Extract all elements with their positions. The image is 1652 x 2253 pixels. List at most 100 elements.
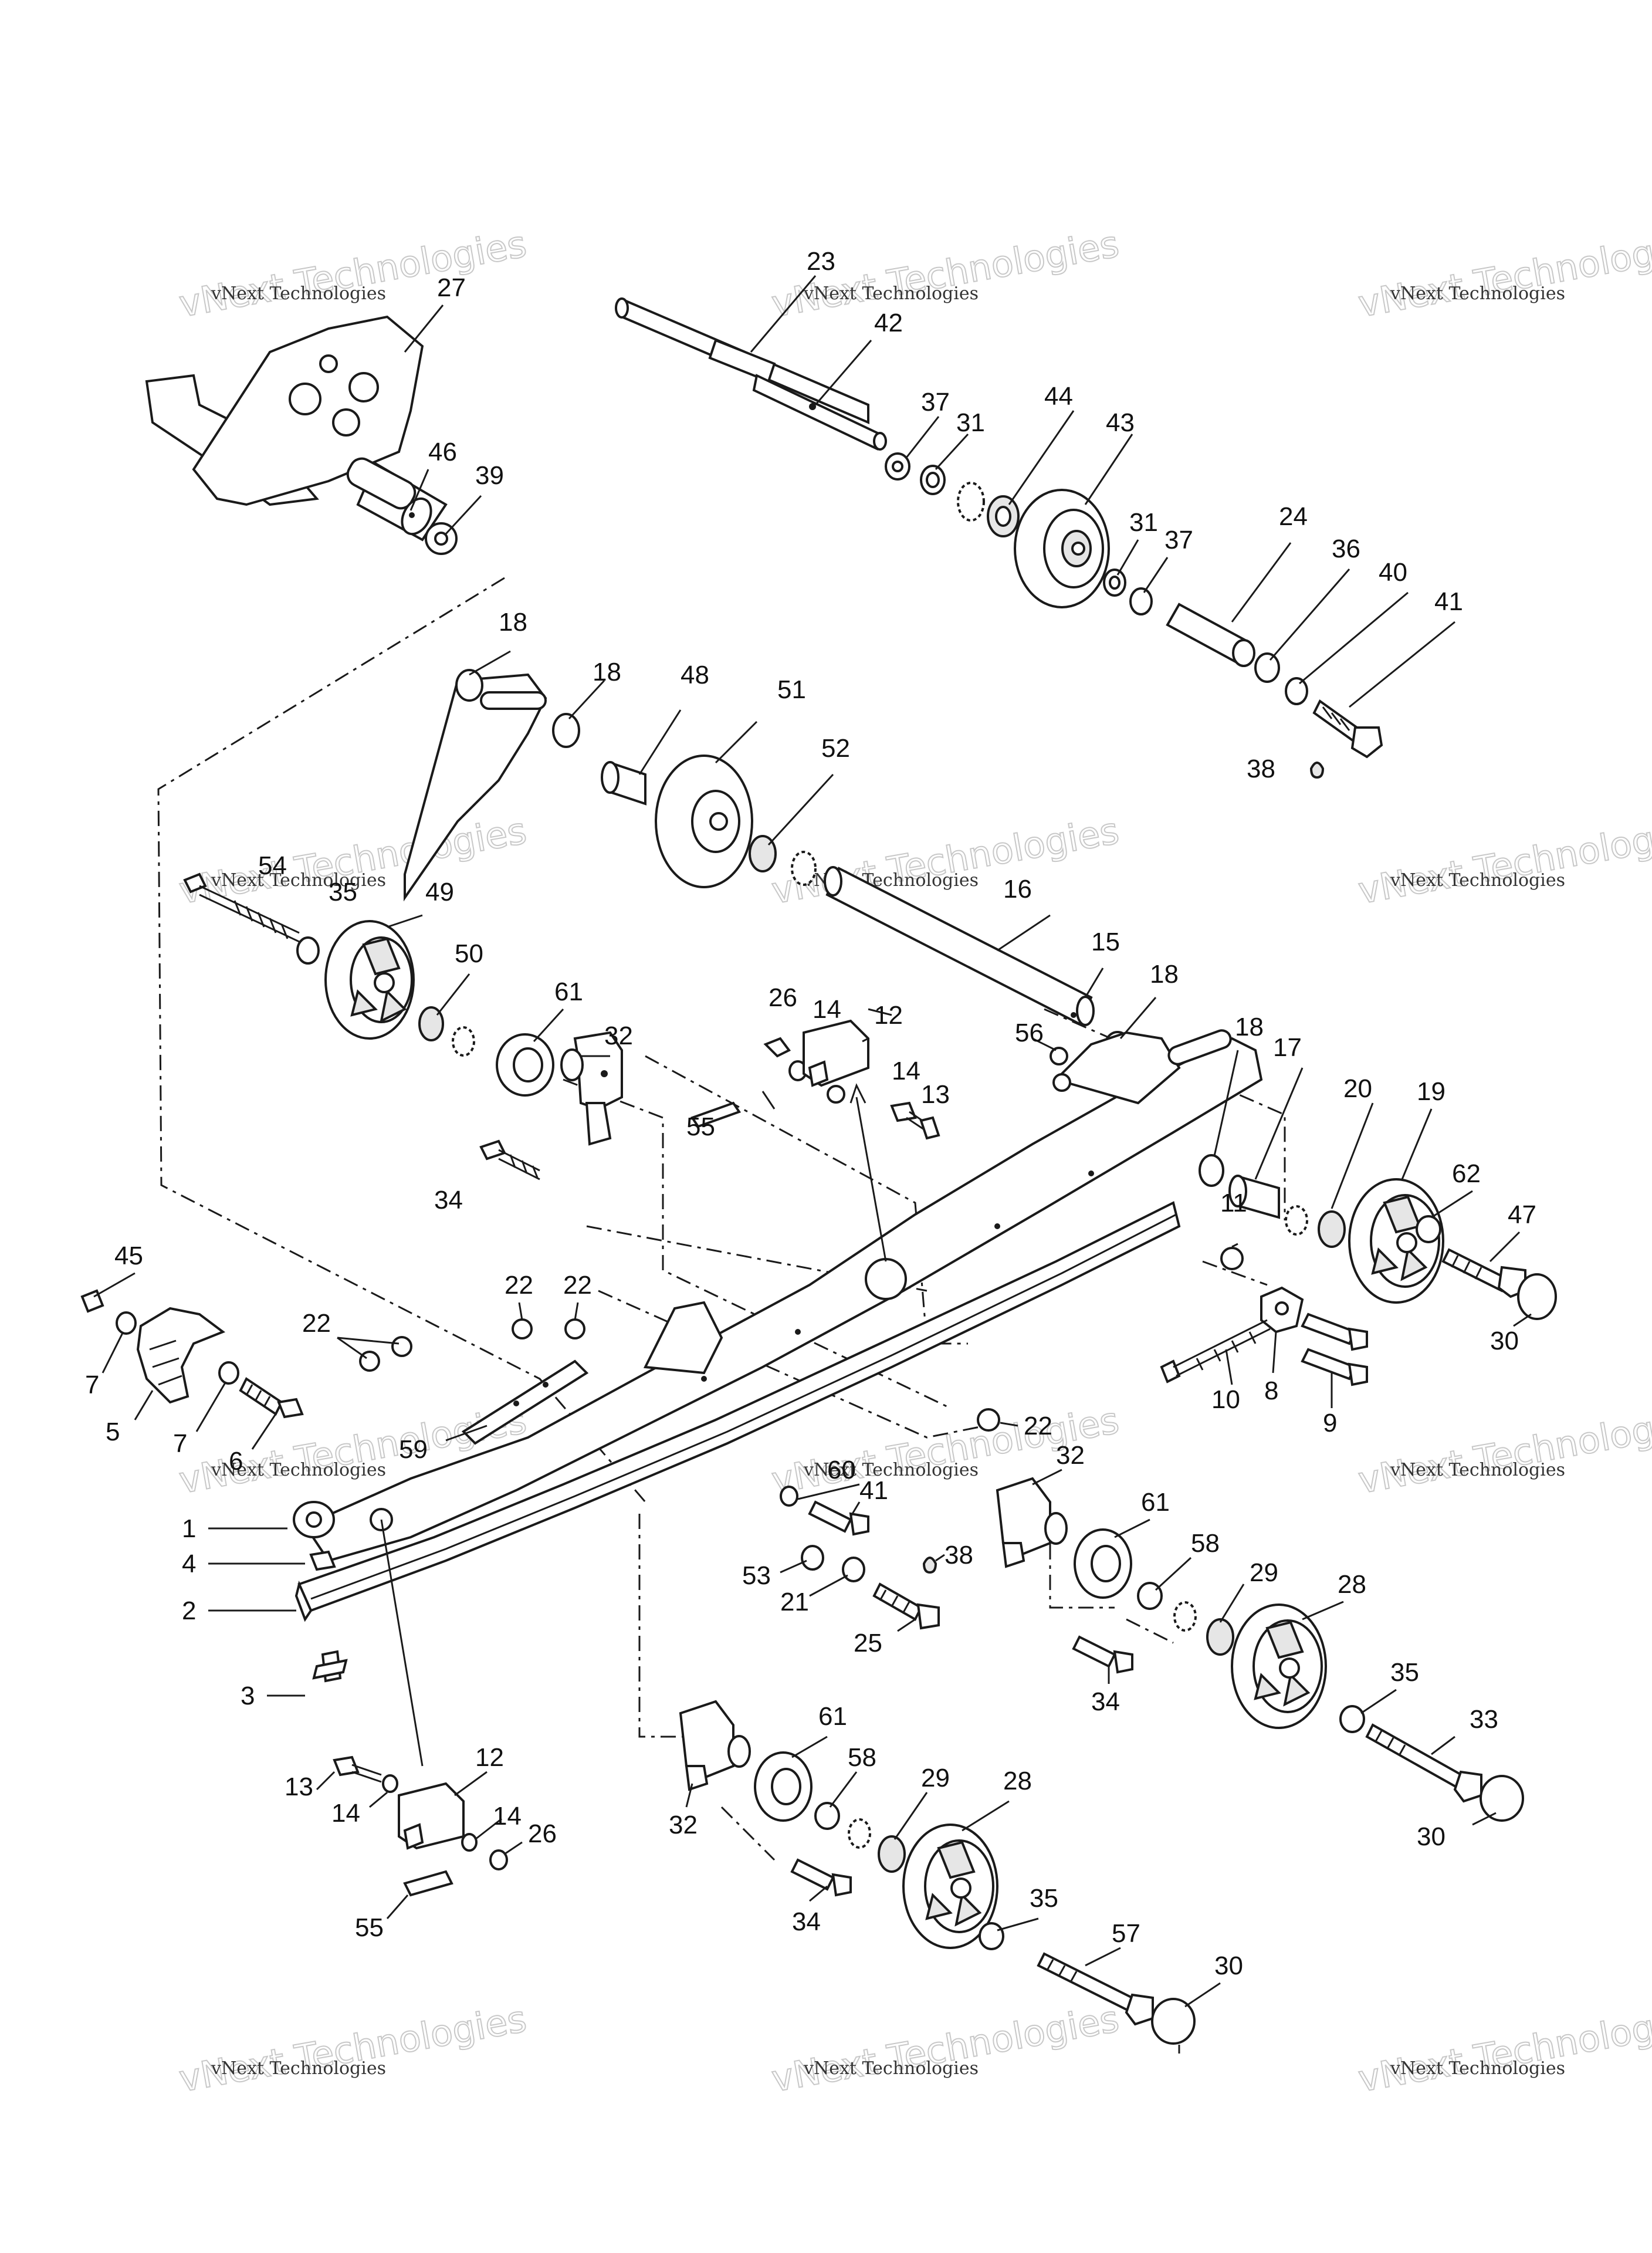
callout-37: 37 [921, 388, 950, 417]
callout-35: 35 [329, 878, 357, 906]
callout-35: 35 [1390, 1658, 1419, 1687]
callout-43: 43 [1106, 408, 1135, 437]
watermark-big: vNext Technologies [176, 1997, 530, 2100]
upper-rail-section [404, 669, 817, 902]
callout-56: 56 [1015, 1019, 1044, 1047]
watermark-small: vNext Technologies [803, 283, 979, 304]
nuts-22 [359, 1318, 1000, 1432]
callout-60: 60 [827, 1456, 856, 1484]
callout-5: 5 [106, 1418, 120, 1446]
callout-57: 57 [1112, 1919, 1140, 1948]
callout-55: 55 [686, 1112, 715, 1141]
callout-30: 30 [1490, 1327, 1519, 1355]
watermark-big: vNext Technologies [1355, 809, 1652, 912]
callout-54: 54 [258, 851, 287, 880]
callout-14: 14 [813, 995, 841, 1024]
callout-55: 55 [355, 1913, 384, 1942]
callout-29: 29 [921, 1764, 950, 1792]
callout-22: 22 [563, 1271, 592, 1300]
callout-2: 2 [182, 1596, 196, 1625]
callout-20: 20 [1343, 1074, 1372, 1103]
watermark-big: vNext Technologies [1355, 1399, 1652, 1502]
callout-26: 26 [528, 1819, 557, 1848]
lower-rear-wheel-assembly [996, 1477, 1524, 1822]
callout-27: 27 [437, 273, 466, 302]
callout-49: 49 [425, 878, 454, 906]
callout-16: 16 [1003, 875, 1032, 904]
callout-38: 38 [945, 1541, 973, 1569]
rear-arm-bracket [145, 315, 458, 555]
callout-4: 4 [182, 1550, 196, 1578]
callout-22: 22 [302, 1309, 331, 1338]
watermark-big: vNext Technologies [769, 1997, 1122, 2100]
watermark-small: vNext Technologies [1390, 870, 1565, 891]
callout-42: 42 [874, 309, 903, 337]
callout-3: 3 [241, 1682, 255, 1710]
callout-23: 23 [807, 247, 835, 276]
callout-18: 18 [593, 658, 621, 686]
callout-26: 26 [769, 983, 797, 1012]
callout-40: 40 [1379, 558, 1407, 587]
upper-idler-axle-assembly [615, 297, 1383, 759]
main-slide-rail [293, 866, 1263, 1683]
callout-12: 12 [475, 1743, 504, 1772]
callout-47: 47 [1508, 1200, 1536, 1229]
callout-50: 50 [455, 939, 483, 968]
callout-31: 31 [1129, 508, 1158, 537]
callout-32: 32 [604, 1021, 633, 1050]
callout-28: 28 [1338, 1570, 1366, 1599]
callout-30: 30 [1417, 1822, 1446, 1851]
callout-14: 14 [892, 1057, 920, 1085]
callout-19: 19 [1417, 1077, 1446, 1106]
callout-9: 9 [1323, 1409, 1337, 1437]
callout-13: 13 [285, 1772, 313, 1801]
callout-24: 24 [1279, 502, 1308, 531]
callout-51: 51 [777, 675, 806, 704]
callout-41: 41 [1434, 587, 1463, 616]
callout-61: 61 [818, 1702, 847, 1731]
rear-idler-wheel-assembly [1050, 1047, 1557, 1386]
callout-58: 58 [848, 1743, 876, 1772]
callout-62: 62 [1452, 1159, 1481, 1188]
callout-34: 34 [434, 1186, 463, 1215]
watermark-big: vNext Technologies [1355, 222, 1652, 326]
callout-labels: 27 46 39 23 42 37 31 44 43 31 37 24 36 4… [85, 247, 1536, 1980]
callout-34: 34 [1091, 1687, 1120, 1716]
rail-hardware-middle [780, 1486, 940, 1630]
callout-25: 25 [854, 1629, 882, 1657]
watermark-small: vNext Technologies [211, 2058, 386, 2079]
callout-52: 52 [821, 734, 850, 763]
watermark-small: vNext Technologies [211, 283, 386, 304]
watermark-small: vNext Technologies [803, 2058, 979, 2079]
callout-10: 10 [1211, 1385, 1240, 1414]
callout-18: 18 [1235, 1013, 1264, 1041]
callout-29: 29 [1250, 1558, 1278, 1587]
callout-22: 22 [505, 1271, 533, 1300]
callout-31: 31 [956, 408, 985, 437]
callout-14: 14 [493, 1802, 522, 1831]
callout-36: 36 [1332, 535, 1360, 563]
watermark-small: vNext Technologies [803, 1460, 979, 1480]
callout-34: 34 [792, 1907, 821, 1936]
callout-53: 53 [742, 1561, 771, 1590]
callout-35: 35 [1030, 1884, 1058, 1913]
left-idler-wheel-assembly [183, 872, 623, 1180]
watermark-small: vNext Technologies [211, 870, 386, 891]
callout-leaders [93, 275, 1532, 2054]
callout-39: 39 [475, 461, 504, 490]
callout-18: 18 [499, 608, 527, 637]
watermark-big: vNext Technologies [176, 222, 530, 326]
callout-12: 12 [874, 1001, 903, 1030]
callout-8: 8 [1264, 1376, 1278, 1405]
front-stopper-assembly [80, 1289, 304, 1419]
callout-61: 61 [554, 977, 583, 1006]
callout-6: 6 [229, 1447, 243, 1476]
callout-7: 7 [85, 1371, 99, 1399]
watermark-big: vNext Technologies [1355, 1997, 1652, 2100]
callout-7: 7 [173, 1429, 187, 1458]
watermark-small: vNext Technologies [211, 1460, 386, 1480]
callout-61: 61 [1141, 1488, 1170, 1517]
lower-slider-block [333, 1755, 508, 1897]
callout-13: 13 [921, 1080, 950, 1109]
